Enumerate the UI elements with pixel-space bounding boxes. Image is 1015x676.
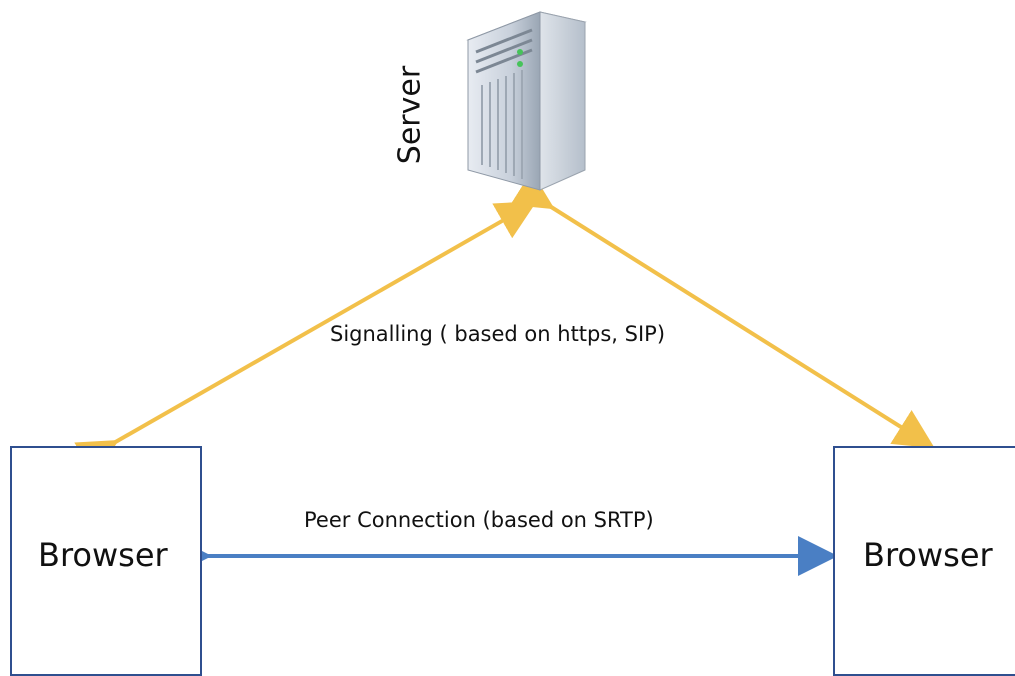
server-tower-icon bbox=[466, 11, 587, 191]
browser-left-box: Browser bbox=[10, 446, 202, 676]
signalling-arrow-left bbox=[74, 201, 537, 478]
browser-right-label: Browser bbox=[863, 536, 993, 574]
signalling-arrow-right bbox=[510, 171, 935, 449]
browser-left-label: Browser bbox=[38, 536, 168, 574]
peer-connection-label: Peer Connection (based on SRTP) bbox=[304, 508, 654, 532]
server-label: Server bbox=[392, 65, 428, 165]
signalling-label: Signalling ( based on https, SIP) bbox=[330, 322, 666, 346]
browser-right-box: Browser bbox=[833, 446, 1015, 676]
